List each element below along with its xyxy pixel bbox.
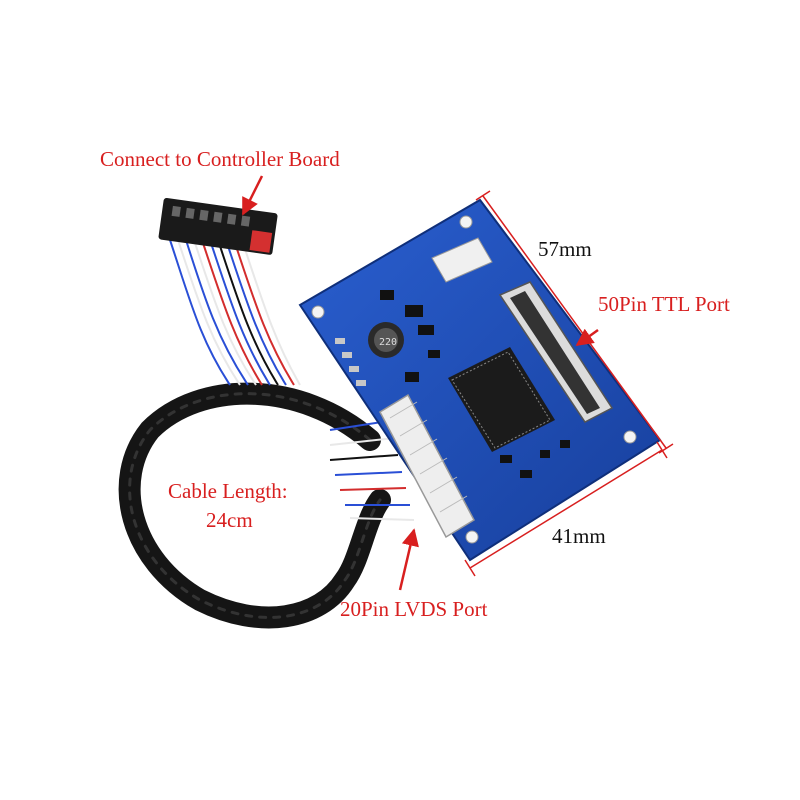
label-ttl-port: 50Pin TTL Port	[598, 292, 730, 316]
label-dimension-41mm: 41mm	[552, 524, 606, 548]
label-connect-controller: Connect to Controller Board	[100, 147, 340, 171]
arrow-ttl	[575, 328, 599, 347]
controller-connector	[158, 197, 278, 255]
dimension-41mm	[464, 441, 668, 577]
arrow-lvds	[398, 528, 419, 591]
cable-loop	[118, 382, 391, 629]
pcb-board: 220	[298, 198, 662, 562]
label-dimension-57mm: 57mm	[538, 237, 592, 261]
dimension-57mm	[475, 190, 674, 454]
label-cable-length: Cable Length:	[168, 479, 288, 503]
lvds-wires	[329, 419, 415, 521]
inductor-marking: 220	[379, 337, 397, 348]
twisted-wires	[169, 239, 301, 386]
arrow-connect	[241, 175, 264, 216]
label-cable-length-value: 24cm	[206, 508, 253, 532]
label-lvds-port: 20Pin LVDS Port	[340, 597, 488, 621]
